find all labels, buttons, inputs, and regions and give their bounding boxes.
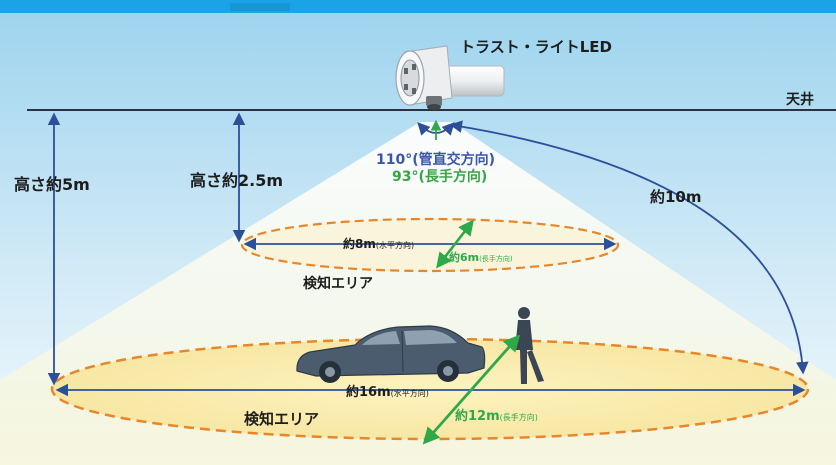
sensor-light-fixture (395, 45, 505, 110)
upper-horizontal-main: 約8m (343, 236, 376, 251)
lower-area-label: 検知エリア (244, 410, 319, 428)
height-2-5m-label: 高さ約2.5m (190, 171, 283, 190)
lower-horizontal-main: 約16m (346, 384, 391, 400)
angle-perpendicular-label: 110°(管直交方向) (376, 151, 495, 168)
upper-horizontal-label: 約8m(水平方向) (343, 236, 414, 251)
product-name-label: トラスト・ライトLED (460, 38, 612, 56)
upper-area-label: 検知エリア (303, 275, 373, 292)
lower-long-label: 約12m(長手方向) (455, 408, 538, 424)
ceiling-label: 天井 (786, 91, 814, 108)
upper-long-main: 約6m (449, 250, 479, 264)
top-bar-shade (230, 3, 290, 11)
height-5m-label: 高さ約5m (14, 175, 90, 194)
upper-long-sub: (長手方向) (479, 254, 513, 263)
lower-horizontal-label: 約16m(水平方向) (346, 384, 429, 400)
lower-long-sub: (長手方向) (500, 412, 538, 422)
slant-distance-arc (449, 120, 809, 375)
lower-horizontal-sub: (水平方向) (391, 388, 429, 398)
lower-long-arrow (422, 334, 521, 445)
upper-detection-ellipse (240, 217, 620, 273)
lower-long-main: 約12m (455, 408, 500, 424)
top-bar (0, 0, 836, 13)
upper-long-arrow (436, 219, 474, 269)
angle-longitudinal-label: 93°(長手方向) (392, 168, 487, 185)
slant-distance-label: 約10m (650, 188, 702, 206)
upper-long-label: 約6m(長手方向) (449, 250, 513, 264)
upper-horizontal-sub: (水平方向) (376, 240, 414, 250)
